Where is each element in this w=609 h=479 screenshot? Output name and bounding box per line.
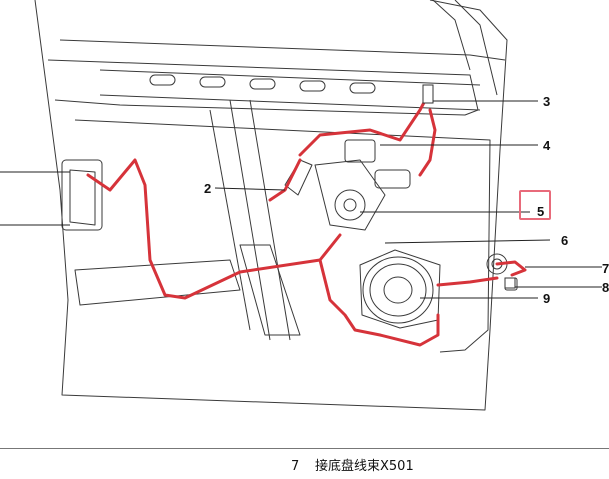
door-harness-diagram <box>0 0 602 411</box>
caption-text: 接底盘线束X501 <box>315 459 414 474</box>
door-inner-frame <box>47 59 479 116</box>
caption-number: 7 <box>291 459 300 474</box>
window-motor <box>314 139 411 231</box>
lock-module <box>61 159 103 231</box>
callout-6: 6 <box>561 233 569 248</box>
callout-8: 8 <box>602 280 609 295</box>
callout-4: 4 <box>543 138 551 153</box>
caption-divider <box>0 448 609 449</box>
callout-5: 5 <box>537 204 545 219</box>
regulator-rail <box>229 99 291 341</box>
callout-2: 2 <box>204 181 212 196</box>
door-outline <box>34 0 508 411</box>
callout-9: 9 <box>543 291 551 306</box>
caption-row: 7 接底盘线束X501 <box>291 455 414 474</box>
harness-main <box>86 158 342 300</box>
callout-7: 7 <box>602 261 609 276</box>
speaker <box>359 249 441 329</box>
callout-3: 3 <box>543 94 551 109</box>
highlight-box <box>519 190 551 220</box>
